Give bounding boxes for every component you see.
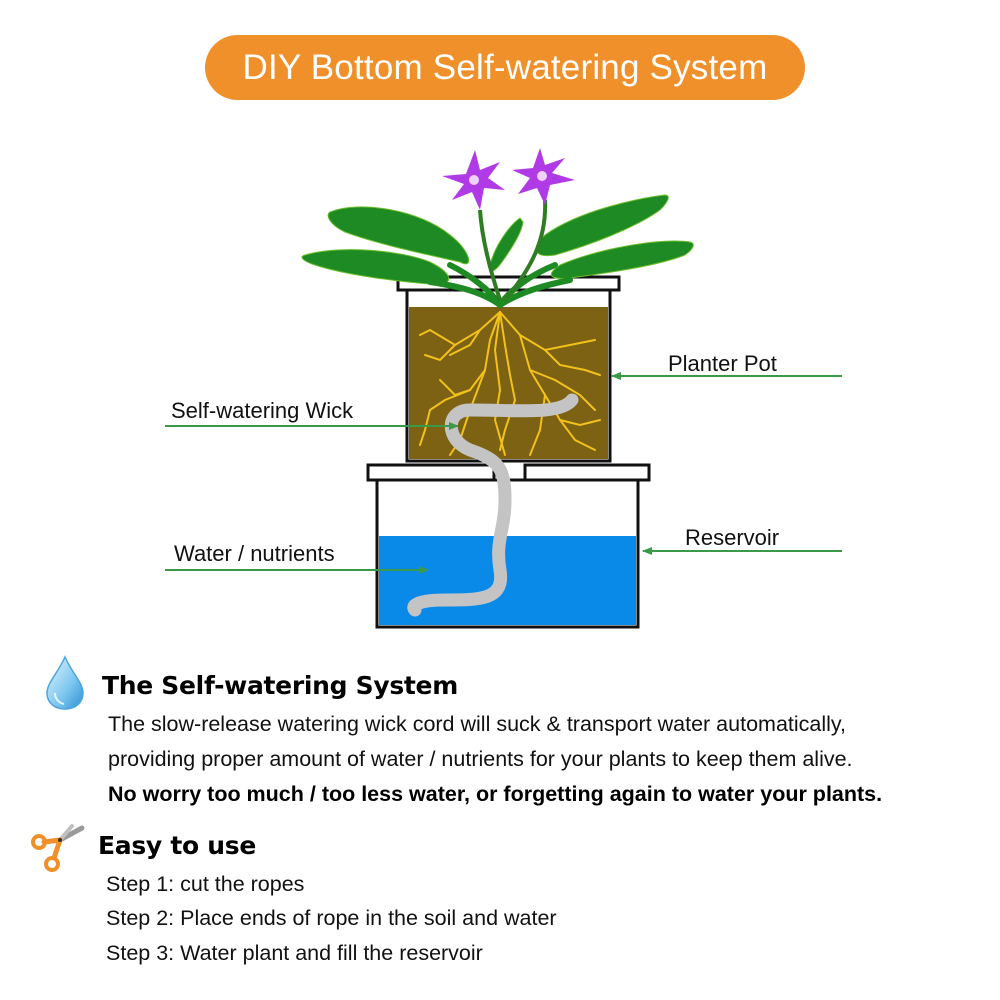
label-reservoir: Reservoir: [685, 525, 780, 550]
reservoir-container: [366, 463, 651, 629]
wick-cord: [407, 393, 579, 617]
water-fill: [379, 536, 636, 625]
water-drop-icon: [46, 655, 84, 710]
label-wick: Self-watering Wick: [171, 398, 354, 423]
step-3: Step 3: Water plant and fill the reservo…: [106, 941, 483, 965]
section-heading-system: The Self-watering System: [102, 671, 458, 700]
page-title: DIY Bottom Self-watering System: [242, 47, 768, 87]
plant: [301, 148, 694, 308]
section-heading-easy: Easy to use: [98, 831, 256, 860]
planter-pot: [396, 275, 621, 463]
scissors-icon: [31, 824, 85, 872]
step-1: Step 1: cut the ropes: [106, 872, 305, 896]
label-water: Water / nutrients: [174, 541, 335, 566]
label-arrows: [165, 372, 842, 574]
step-2: Step 2: Place ends of rope in the soil a…: [106, 906, 557, 930]
description-line-2: providing proper amount of water / nutri…: [108, 747, 853, 771]
flowers: [442, 148, 575, 210]
description-line-3: No worry too much / too less water, or f…: [108, 782, 883, 806]
description-line-1: The slow-release watering wick cord will…: [108, 712, 847, 736]
label-planter-pot: Planter Pot: [668, 351, 777, 376]
soil-fill: [409, 307, 608, 459]
self-watering-diagram: [165, 148, 842, 629]
title-banner: DIY Bottom Self-watering System: [205, 35, 805, 100]
